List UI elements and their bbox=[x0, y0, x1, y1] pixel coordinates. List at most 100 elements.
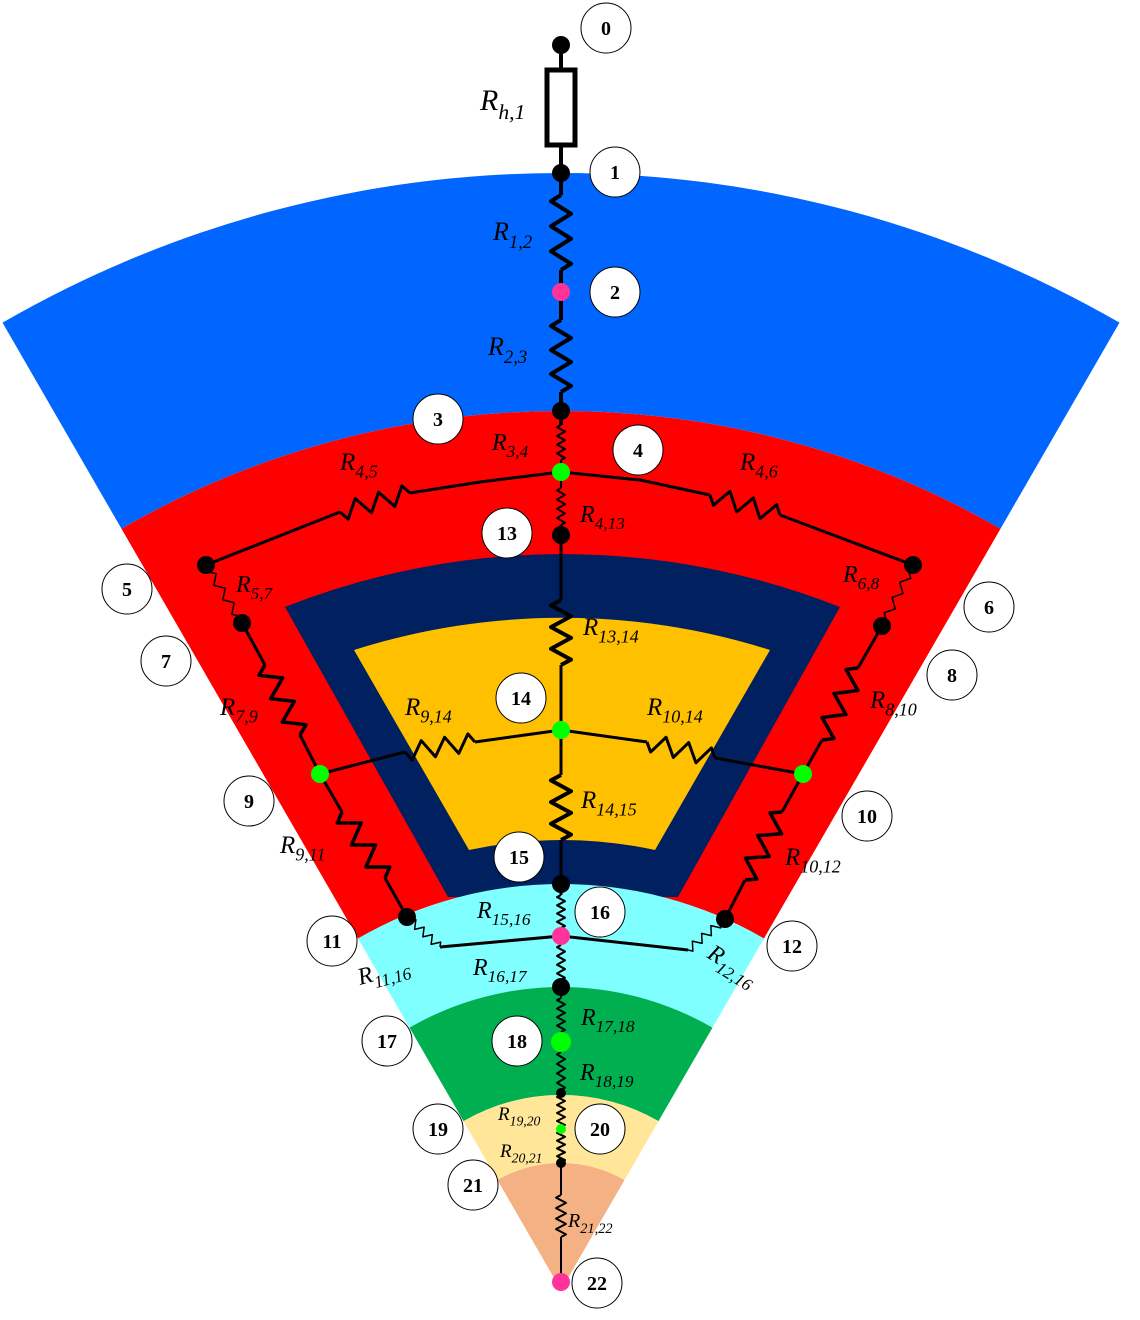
resistor-label-subscript: 4,13 bbox=[595, 514, 626, 533]
wire-4-left bbox=[409, 470, 562, 495]
wire-4-right bbox=[560, 470, 711, 497]
resistor-label-main: R bbox=[476, 898, 492, 924]
wires bbox=[204, 45, 914, 1282]
resistor-16-17 bbox=[556, 944, 566, 981]
resistor-label-main: R bbox=[580, 1005, 596, 1031]
node-15-label: 15 bbox=[509, 847, 529, 869]
resistor-18-19 bbox=[556, 1051, 566, 1091]
node-dots bbox=[197, 36, 922, 1291]
outer-blue-layer bbox=[2, 172, 1120, 529]
wire-10 bbox=[714, 756, 804, 776]
resistor-19-20 bbox=[556, 1094, 566, 1128]
resistor-label-subscript: 4,6 bbox=[755, 462, 778, 482]
resistor-label-main: R bbox=[492, 217, 509, 246]
node-8-dot bbox=[873, 617, 891, 635]
node-4-label: 4 bbox=[633, 440, 643, 462]
resistor-4-5 bbox=[339, 484, 411, 521]
node-19-label: 19 bbox=[428, 1119, 448, 1141]
node-18-label-circle bbox=[491, 1015, 543, 1067]
resistor-label-4-6: R4,6 bbox=[739, 449, 778, 482]
node-14-label: 14 bbox=[511, 688, 531, 710]
resistor-label-subscript: 9,14 bbox=[420, 707, 452, 727]
resistor-label-subscript: 5,7 bbox=[251, 584, 274, 603]
resistor-21-22 bbox=[555, 1194, 567, 1238]
resistor-label-subscript: 18,19 bbox=[595, 1072, 634, 1091]
resistor-10-14 bbox=[645, 735, 717, 765]
resistor-label-2-3: R2,3 bbox=[487, 332, 527, 368]
node-22-label-circle bbox=[571, 1257, 623, 1309]
resistor-label-main: R bbox=[479, 84, 498, 117]
resistor-label-21-22: R21,22 bbox=[567, 1210, 613, 1237]
node-7-label: 7 bbox=[161, 651, 171, 673]
resistor-label-14-15: R14,15 bbox=[580, 787, 637, 820]
resistor-label-main: R bbox=[279, 832, 295, 859]
node-14-label-circle bbox=[495, 672, 547, 724]
node-4-label-circle bbox=[612, 424, 664, 476]
resistor-1-2 bbox=[549, 193, 573, 272]
wire-12-16 bbox=[560, 934, 689, 952]
node-6-label: 6 bbox=[984, 597, 994, 619]
resistor-label-13-14: R13,14 bbox=[582, 614, 639, 647]
resistor-label-subscript: 6,8 bbox=[858, 574, 880, 593]
resistor-label-main: R bbox=[784, 844, 800, 871]
resistor-label-subscript: 4,5 bbox=[355, 462, 378, 482]
node-2-label-circle bbox=[589, 266, 641, 318]
node-2-dot bbox=[552, 283, 570, 301]
resistor-label-subscript: 13,14 bbox=[598, 627, 639, 647]
node-8-label: 8 bbox=[947, 665, 957, 687]
node-7-dot bbox=[233, 614, 251, 632]
wire-10-14 bbox=[560, 728, 648, 744]
resistor-label-subscript: 14,15 bbox=[596, 800, 637, 820]
resistor-label-subscript: h,1 bbox=[498, 100, 525, 124]
resistor-13-14 bbox=[549, 598, 573, 667]
resistor-label-subscript: 21,22 bbox=[580, 1221, 612, 1237]
resistor-label-9-14: R9,14 bbox=[404, 694, 452, 727]
wire-5 bbox=[205, 510, 341, 567]
resistor-4-13 bbox=[556, 487, 566, 526]
resistor-label-main: R bbox=[842, 562, 858, 588]
resistor-label-1-2: R1,2 bbox=[492, 217, 532, 253]
node-6-label-circle bbox=[963, 581, 1015, 633]
resistor-label-main: R bbox=[497, 1104, 510, 1125]
node-10-dot bbox=[794, 765, 812, 783]
node-1-label-circle bbox=[589, 146, 641, 198]
resistor-label-16-17: R16,17 bbox=[472, 955, 528, 986]
resistor-label-subscript: 9,11 bbox=[295, 845, 325, 865]
node-15-label-circle bbox=[493, 831, 545, 883]
resistor-label-subscript: 3,4 bbox=[506, 442, 529, 461]
node-13-dot bbox=[552, 526, 570, 544]
node-5-label: 5 bbox=[122, 579, 132, 601]
resistor-label-subscript: 7,9 bbox=[235, 707, 258, 727]
node-13-label-circle bbox=[481, 507, 533, 559]
node-0-label-circle bbox=[580, 2, 632, 54]
node-5-label-circle bbox=[101, 563, 153, 615]
resistor-label-4-5: R4,5 bbox=[339, 449, 378, 482]
resistor-label-main: R bbox=[646, 694, 662, 721]
resistor-h1-box bbox=[544, 67, 578, 148]
resistor-label-h-1: Rh,1 bbox=[479, 84, 525, 124]
node-1-dot bbox=[552, 164, 570, 182]
node-4-dot bbox=[552, 463, 570, 481]
resistor-label-main: R bbox=[491, 430, 507, 456]
resistor-label-8-10: R8,10 bbox=[869, 687, 917, 720]
resistor-label-main: R bbox=[579, 502, 595, 528]
resistor-label-subscript: 17,18 bbox=[596, 1017, 635, 1036]
node-6-dot bbox=[904, 556, 922, 574]
node-21-dot bbox=[556, 1158, 566, 1168]
node-20-label-circle bbox=[574, 1103, 626, 1155]
resistor-2-3 bbox=[549, 318, 573, 394]
node-16-label: 16 bbox=[590, 902, 610, 924]
resistor-label-main: R bbox=[499, 1141, 512, 1162]
cyan-layer bbox=[358, 883, 764, 1028]
node-0-label: 0 bbox=[601, 18, 611, 40]
resistor-label-6-8: R6,8 bbox=[842, 562, 880, 593]
resistor-label-subscript: 19,20 bbox=[510, 1114, 541, 1129]
node-11-label-circle bbox=[306, 915, 358, 967]
node-12-label: 12 bbox=[782, 936, 802, 958]
resistor-label-10-12: R10,12 bbox=[784, 844, 841, 877]
resistor-7-9 bbox=[257, 664, 308, 736]
node-22-dot bbox=[552, 1273, 570, 1291]
resistor-label-subscript: 20,21 bbox=[512, 1151, 543, 1166]
node-15-dot bbox=[552, 875, 570, 893]
